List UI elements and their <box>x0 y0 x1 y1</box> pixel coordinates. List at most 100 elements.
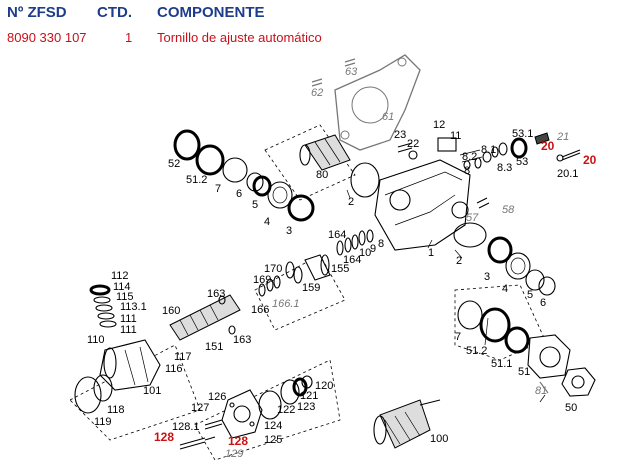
svg-text:1: 1 <box>428 247 434 259</box>
svg-text:8: 8 <box>464 165 470 177</box>
row-qty[interactable]: 1 <box>125 30 133 45</box>
bolt-63 <box>344 58 356 67</box>
valve-58 <box>476 197 490 209</box>
svg-text:166: 166 <box>251 304 269 316</box>
svg-text:6: 6 <box>236 188 242 200</box>
screw-128 <box>179 437 206 450</box>
row-part[interactable]: Tornillo de ajuste automático <box>157 30 322 45</box>
shaft-80 <box>304 134 351 171</box>
svg-text:50: 50 <box>565 402 577 414</box>
sleeve-155 <box>304 254 331 281</box>
svg-text:115: 115 <box>116 291 134 303</box>
svg-text:57: 57 <box>466 212 479 224</box>
cover-61-bore <box>351 86 389 124</box>
ring-8.3 <box>498 142 508 156</box>
ring-118 <box>74 376 102 414</box>
svg-text:128: 128 <box>154 430 174 444</box>
svg-text:63: 63 <box>345 66 358 78</box>
part-labels: 1 2 2 3 3 4 4 5 5 6 6 7 7 8 8.1 8.2 8.3 … <box>87 66 597 460</box>
nut-50 <box>561 367 596 397</box>
plate-11 <box>437 137 457 152</box>
washer-22 <box>408 150 418 160</box>
ring-6b <box>538 276 556 296</box>
group-outline-128 <box>194 359 341 461</box>
svg-text:6: 6 <box>540 297 546 309</box>
svg-text:4: 4 <box>264 216 270 228</box>
row-ref[interactable]: 8090 330 107 <box>7 30 87 45</box>
svg-text:111: 111 <box>120 324 137 336</box>
svg-text:3: 3 <box>484 271 490 283</box>
svg-text:121: 121 <box>300 390 318 402</box>
ring-124 <box>258 390 282 420</box>
svg-text:7: 7 <box>215 183 221 195</box>
svg-text:118: 118 <box>107 404 125 416</box>
cover-51 <box>527 334 571 379</box>
adjust-screw-20 <box>534 132 550 145</box>
svg-text:155: 155 <box>331 263 349 275</box>
svg-text:127: 127 <box>191 402 209 414</box>
svg-text:12: 12 <box>433 119 445 131</box>
pin-163b <box>228 325 236 335</box>
oring-2 <box>350 162 380 198</box>
svg-text:112: 112 <box>111 270 129 282</box>
svg-text:7: 7 <box>455 331 461 343</box>
svg-text:164: 164 <box>343 254 361 266</box>
svg-text:20: 20 <box>583 153 597 167</box>
svg-text:163: 163 <box>233 334 251 346</box>
bolt-62 <box>311 78 323 87</box>
svg-text:100: 100 <box>430 433 448 445</box>
svg-text:113.1: 113.1 <box>120 301 147 313</box>
svg-text:10: 10 <box>359 247 371 259</box>
svg-text:117: 117 <box>174 351 192 363</box>
svg-text:163: 163 <box>207 288 225 300</box>
bearing-4 <box>267 181 293 209</box>
svg-text:20: 20 <box>541 139 555 153</box>
svg-text:3: 3 <box>286 225 292 237</box>
bearing-4b <box>505 252 531 280</box>
pin-163 <box>218 295 226 305</box>
ring-7b <box>457 300 483 330</box>
svg-text:120: 120 <box>315 380 333 392</box>
header-qty: CTD. <box>97 4 132 21</box>
svg-text:80: 80 <box>316 169 328 181</box>
ring-3 <box>287 194 315 222</box>
svg-text:51: 51 <box>518 366 530 378</box>
svg-text:114: 114 <box>113 281 131 293</box>
svg-text:20.1: 20.1 <box>557 168 578 180</box>
svg-text:8.2: 8.2 <box>462 151 477 163</box>
svg-text:122: 122 <box>277 404 295 416</box>
ring-5 <box>252 175 272 197</box>
svg-text:2: 2 <box>348 196 354 208</box>
ring-53 <box>510 137 528 159</box>
svg-text:160: 160 <box>162 305 180 317</box>
svg-text:61: 61 <box>382 111 394 123</box>
svg-text:128: 128 <box>228 434 248 448</box>
svg-text:123: 123 <box>297 401 315 413</box>
svg-text:110: 110 <box>87 334 105 346</box>
svg-text:53.1: 53.1 <box>512 128 533 140</box>
svg-text:58: 58 <box>502 204 515 216</box>
svg-text:126: 126 <box>208 391 226 403</box>
cover-61 <box>334 54 421 151</box>
ring-121 <box>301 375 313 389</box>
svg-text:9: 9 <box>370 243 376 255</box>
screw-81 <box>539 381 549 394</box>
ring-123 <box>292 377 308 397</box>
svg-text:164: 164 <box>328 229 346 241</box>
svg-text:51.2: 51.2 <box>466 345 487 357</box>
ring-5b <box>525 269 545 291</box>
svg-text:170: 170 <box>264 263 282 275</box>
svg-text:51.2: 51.2 <box>186 174 207 186</box>
svg-text:5: 5 <box>252 199 258 211</box>
svg-text:62: 62 <box>311 87 323 99</box>
svg-text:111: 111 <box>120 313 137 325</box>
svg-text:4: 4 <box>502 283 508 295</box>
ring-51.2 <box>195 144 225 176</box>
screw-23 <box>397 142 413 153</box>
svg-text:11: 11 <box>450 130 461 142</box>
svg-text:124: 124 <box>264 420 282 432</box>
svg-text:81: 81 <box>535 385 547 397</box>
svg-text:22: 22 <box>407 138 419 150</box>
svg-text:21: 21 <box>556 131 569 143</box>
